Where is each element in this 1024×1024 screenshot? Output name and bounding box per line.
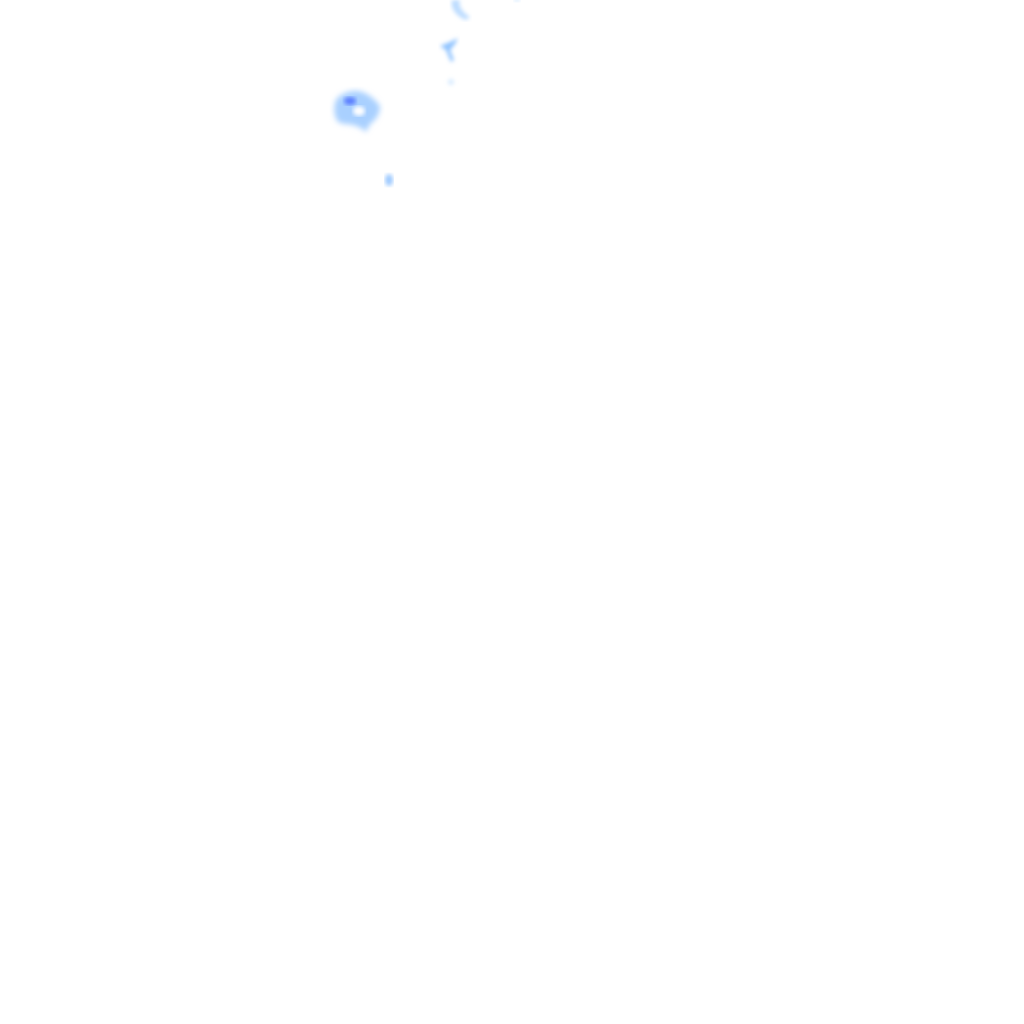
precip-cell-streak [440, 38, 458, 85]
precip-cell-edge [514, 0, 520, 2]
precip-cell-top [451, 0, 470, 20]
precip-cell-small [385, 174, 393, 186]
precip-cell-main [334, 90, 380, 132]
